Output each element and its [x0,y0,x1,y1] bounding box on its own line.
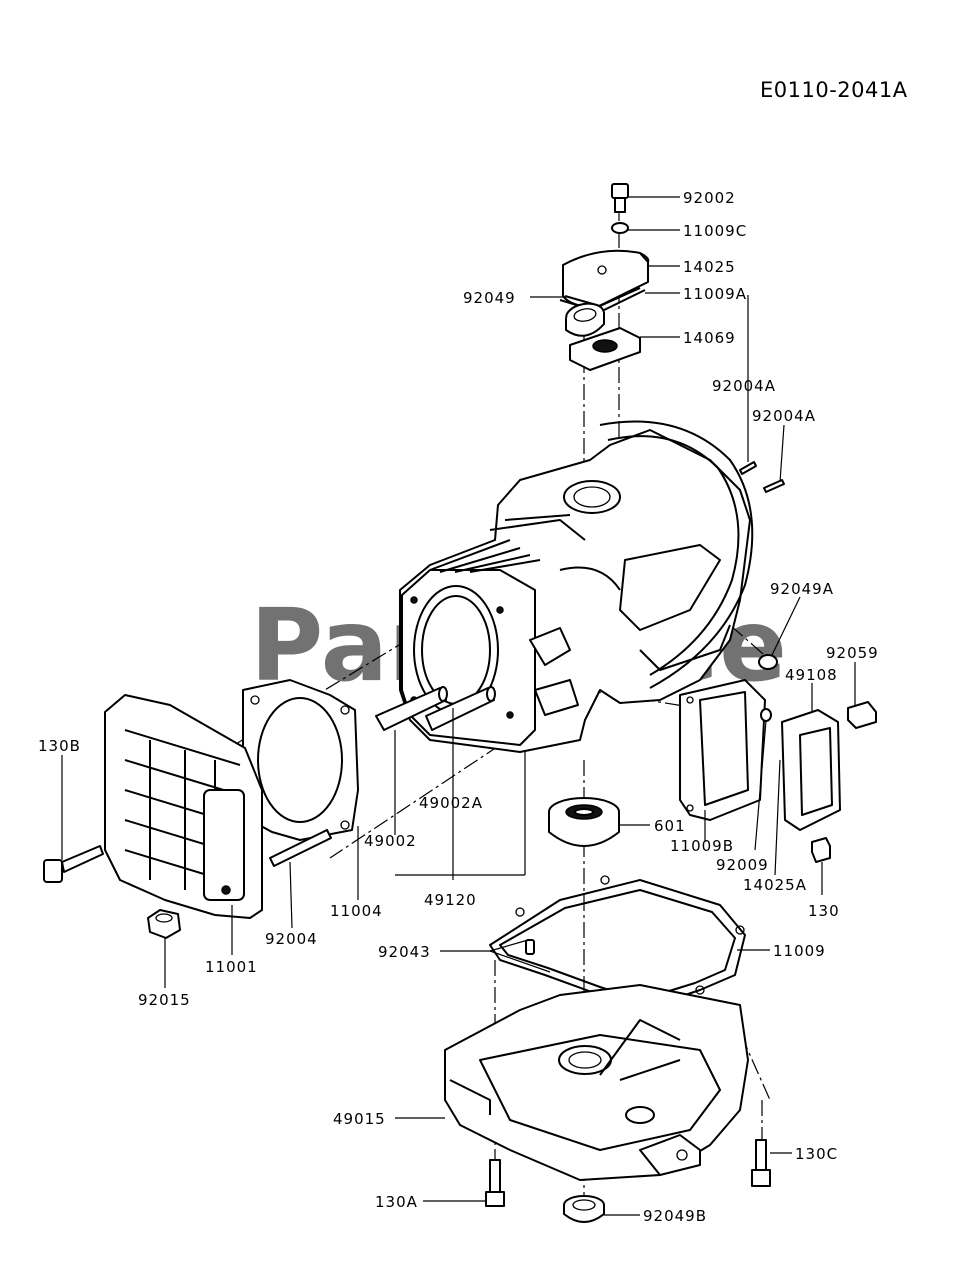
breather-assembly [559,183,650,371]
part-label: 11009A [683,285,747,303]
part-label: 92043 [378,943,431,961]
part-label: 11009C [683,222,747,240]
pins-49002 [375,686,496,731]
side-cover-assembly [679,679,877,863]
part-label: 92004 [265,930,318,948]
oil-seal-92049b [563,1195,605,1223]
part-label: 11004 [330,902,383,920]
part-label: 49120 [424,891,477,909]
part-label: 92002 [683,189,736,207]
diagram-code: E0110-2041A [760,78,908,102]
bolt-130b [43,845,104,883]
cylinder-head [104,694,263,919]
part-label: 92004A [712,377,776,395]
part-label: 14069 [683,329,736,347]
part-label: 49002 [364,832,417,850]
part-label: 92015 [138,991,191,1009]
part-label: 130 [808,902,840,920]
crankcase-cover [444,984,749,1181]
part-label: 11009B [670,837,734,855]
part-label: 92059 [826,644,879,662]
bolt-130a [485,1159,505,1207]
part-label: 92049A [770,580,834,598]
part-label: 92004A [752,407,816,425]
part-label: 130C [795,1145,838,1163]
part-label: 92009 [716,856,769,874]
part-label: 14025 [683,258,736,276]
bolt-130c [751,1139,771,1187]
part-label: 92049 [463,289,516,307]
ball-bearing-601 [548,797,620,847]
part-label: 601 [654,817,686,835]
part-label: 92049B [643,1207,707,1225]
part-label: 11009 [773,942,826,960]
crankcase-body [399,420,785,753]
stud-92004 [269,829,332,867]
part-label: 11001 [205,958,258,976]
part-label: 49002A [419,794,483,812]
nut-92015 [147,909,181,939]
part-label: 130B [38,737,81,755]
leader-lines [61,196,856,1216]
part-label: 49015 [333,1110,386,1128]
head-gasket [242,679,359,841]
part-labels: 92002 11009C 14025 11009A 14069 92049 92… [38,189,879,1225]
dowel-pins-92043 [525,939,535,955]
part-label: 130A [375,1193,418,1211]
washer-92049a [758,654,778,670]
part-label: 14025A [743,876,807,894]
part-label: 49108 [785,666,838,684]
